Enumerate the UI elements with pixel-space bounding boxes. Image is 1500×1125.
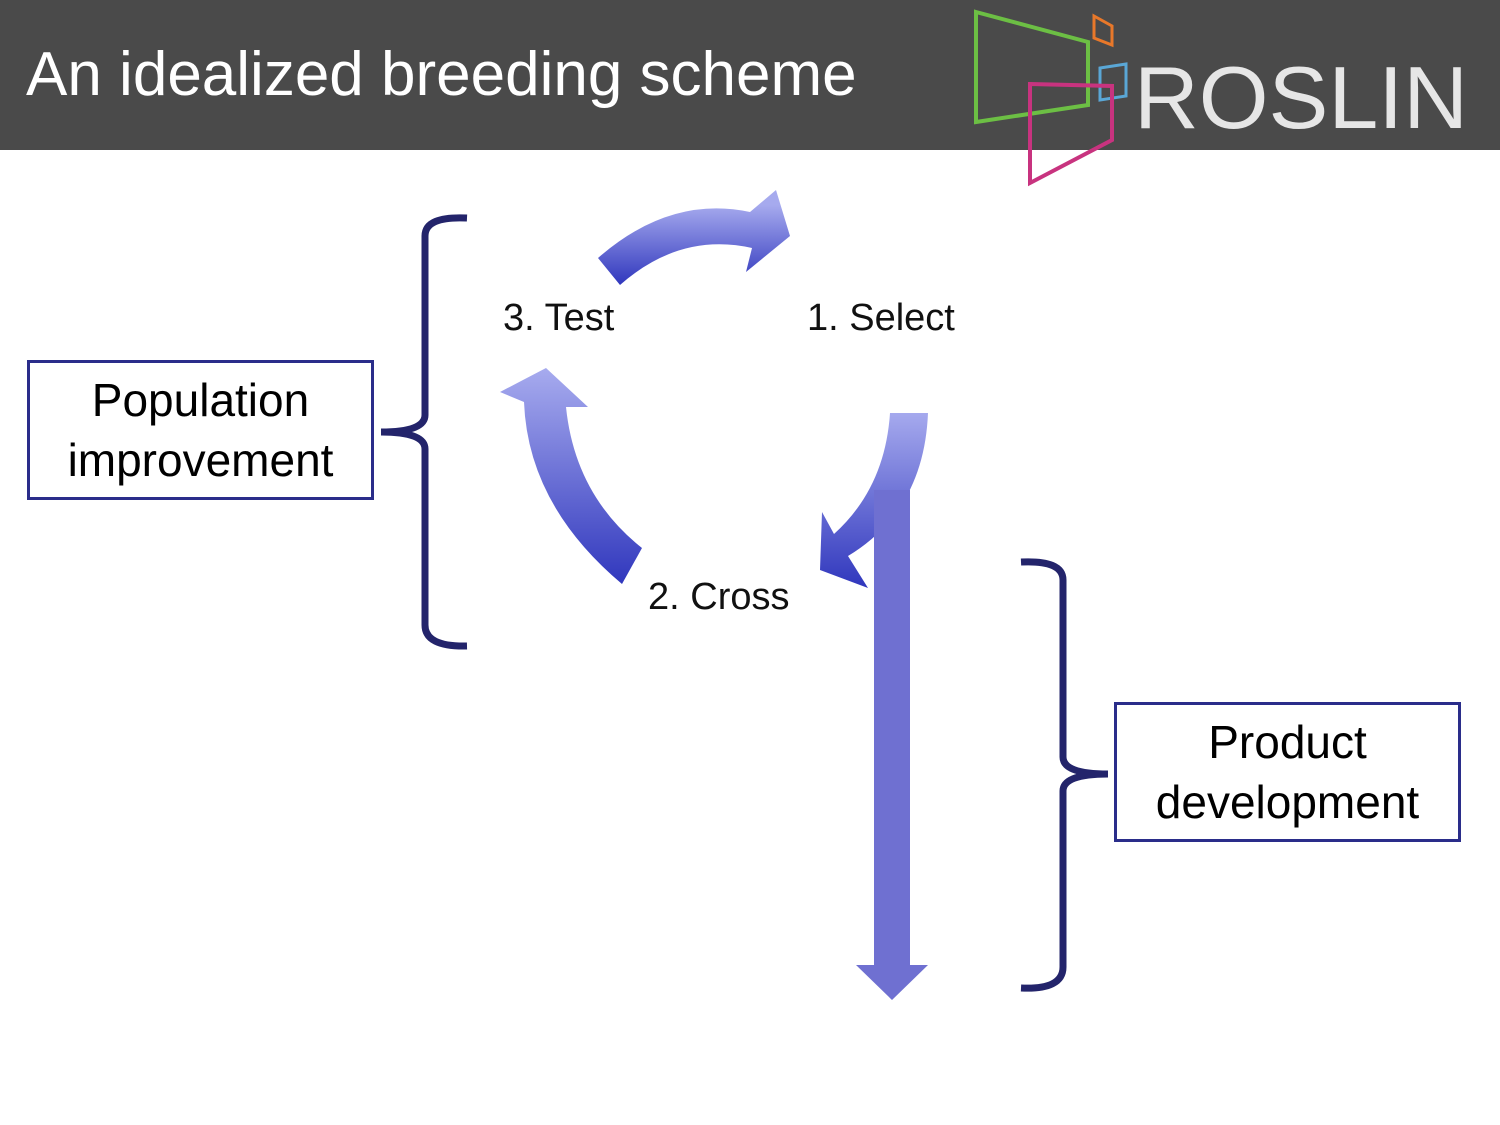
product-bracket (1020, 558, 1109, 992)
title-bar: An idealized breeding scheme (0, 0, 1500, 150)
logo-orange-frame (1092, 13, 1114, 48)
step-test-label: 3. Test (503, 297, 615, 339)
step-select-label: 1. Select (807, 297, 955, 339)
product-development-box: Product development (1114, 702, 1461, 842)
logo-magenta-frame (1028, 81, 1114, 187)
logo-blue-frame (1098, 62, 1128, 102)
step-cross-label: 2. Cross (648, 576, 790, 618)
arrow-test-to-select (598, 190, 790, 285)
logo-green-frame (974, 9, 1090, 125)
population-bracket (380, 214, 468, 650)
population-improvement-box: Population improvement (27, 360, 374, 500)
roslin-logo: ROSLIN (974, 9, 1468, 187)
slide-title: An idealized breeding scheme (26, 40, 857, 109)
product-development-arrow (856, 490, 928, 1000)
arrow-cross-to-test (500, 368, 642, 584)
logo-text: ROSLIN (1134, 48, 1468, 147)
